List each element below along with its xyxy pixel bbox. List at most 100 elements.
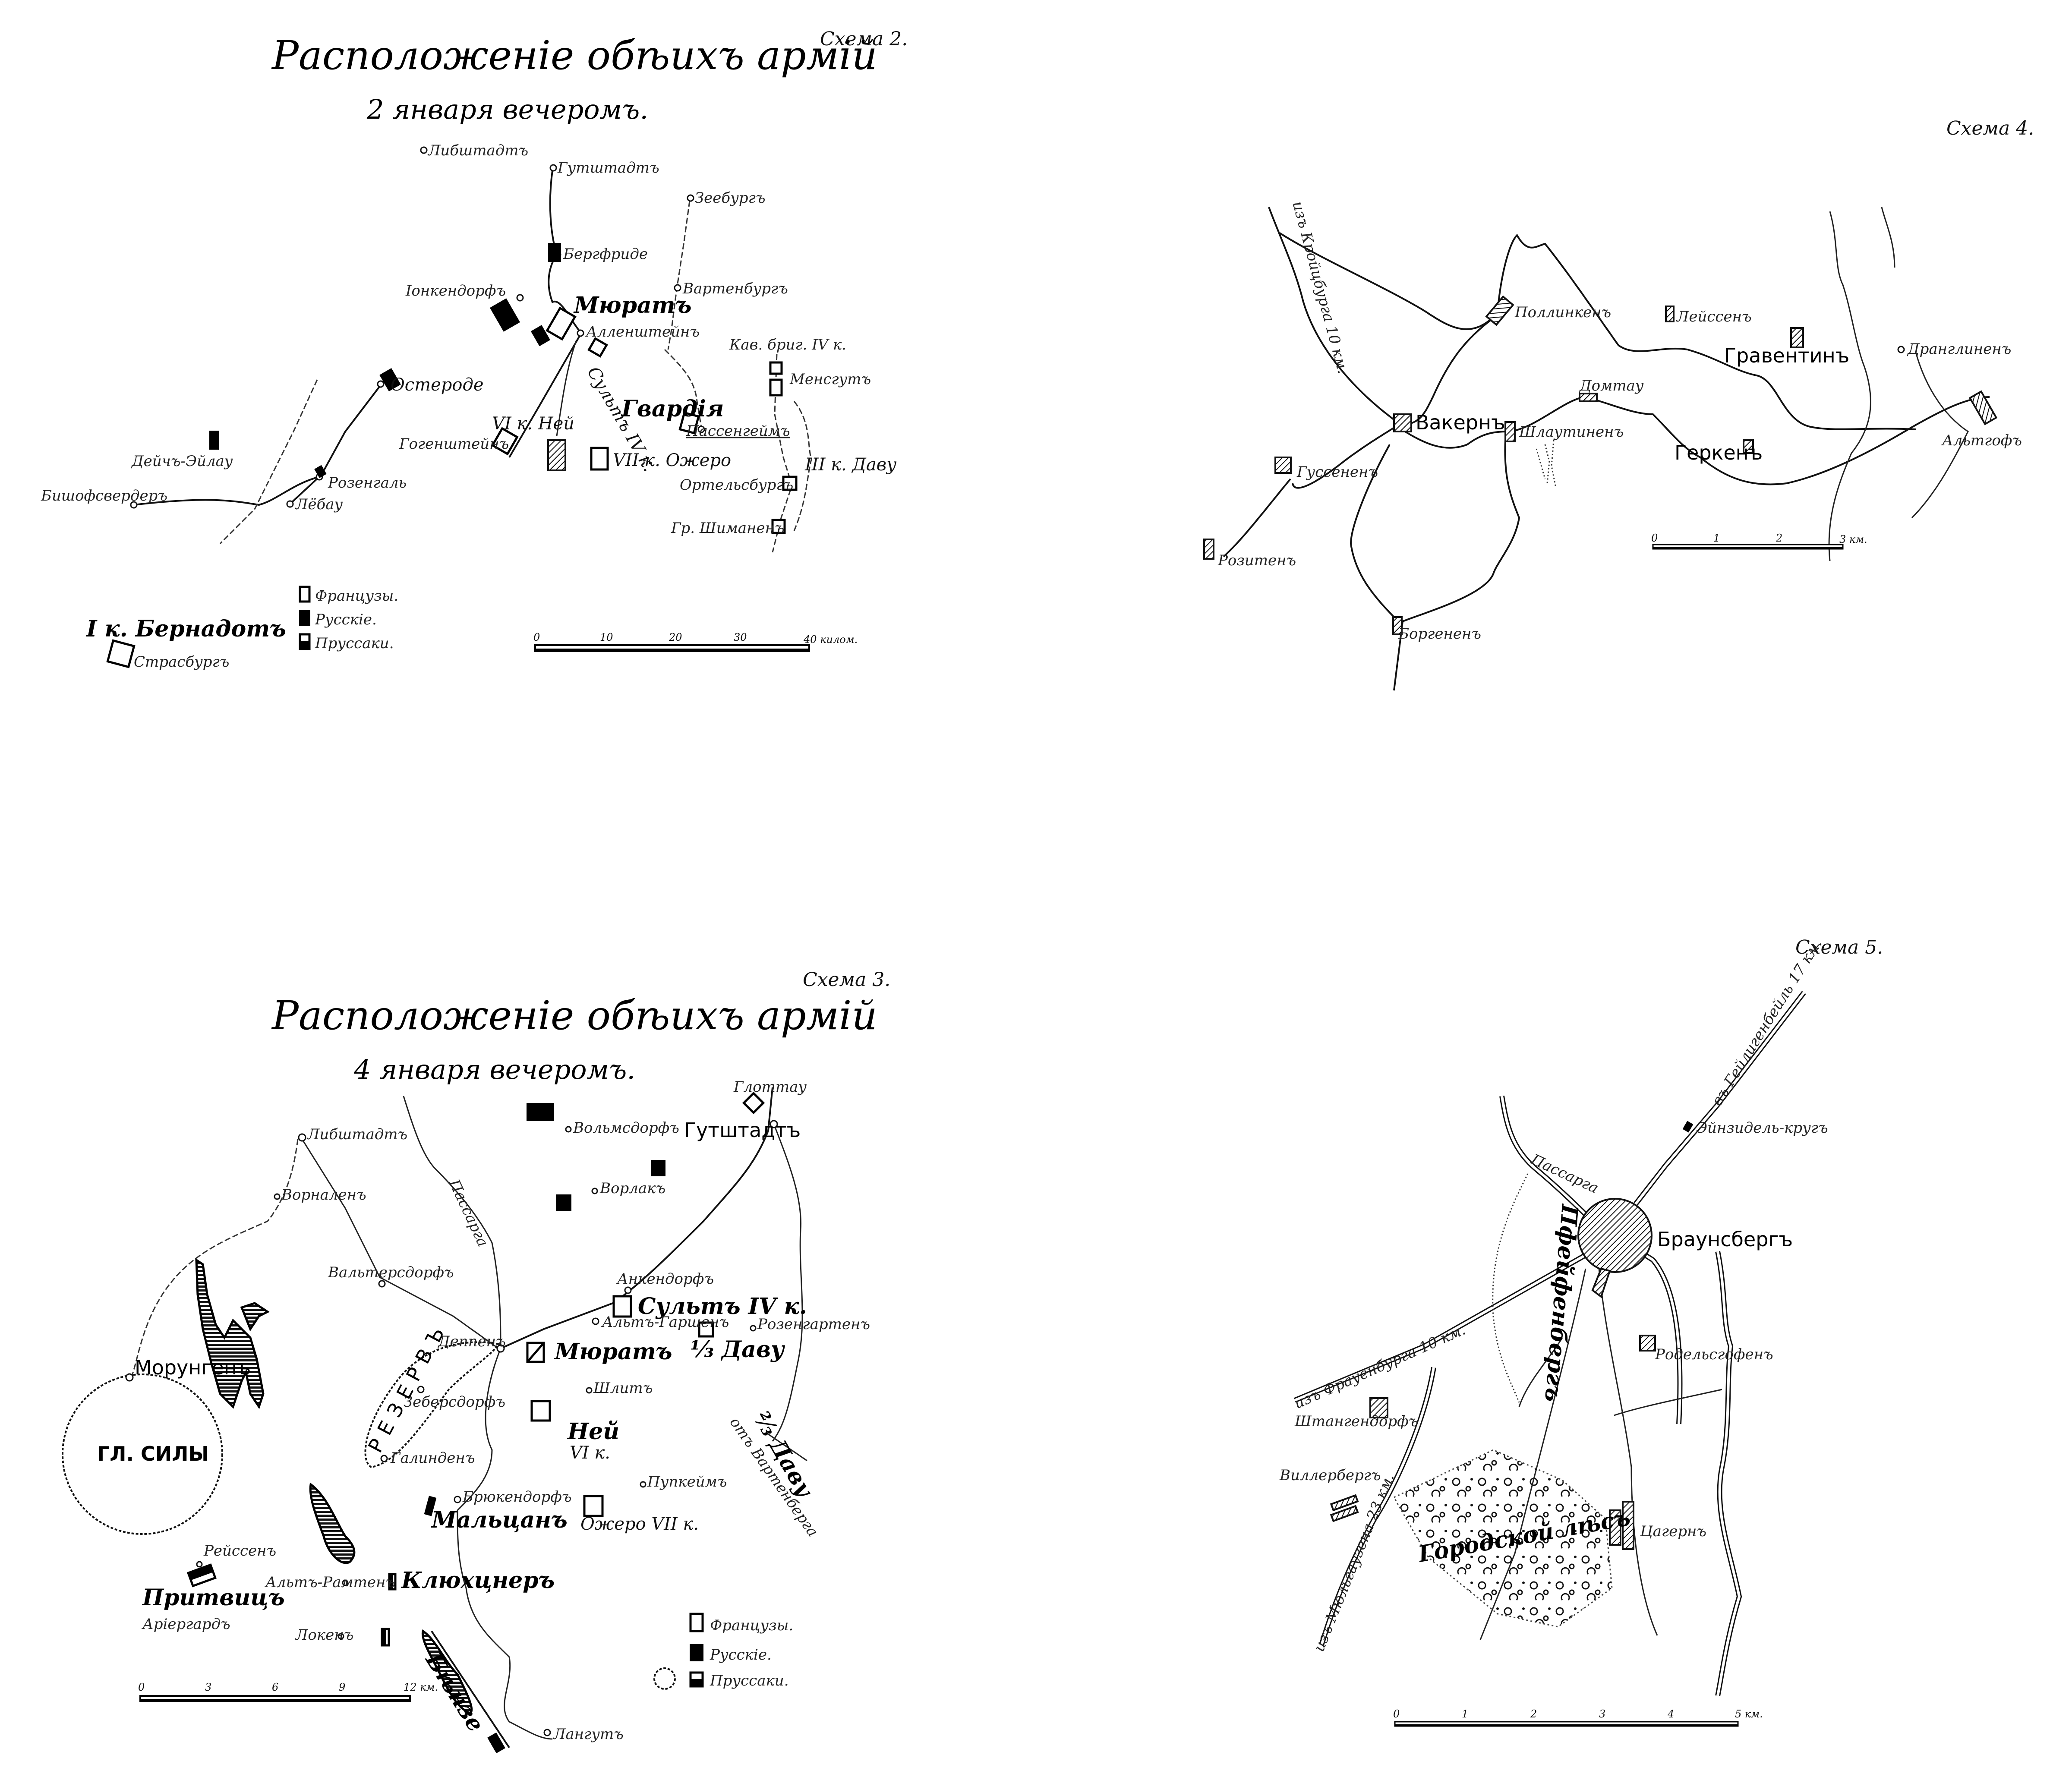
- scale-tick: 0: [1393, 1708, 1400, 1720]
- schema-5-map: Схема 5. въ: [1279, 936, 1883, 1727]
- scale-tick: 1: [1713, 532, 1720, 544]
- place-label: Альтъ-Рамтенъ: [265, 1574, 395, 1591]
- place-label: Ворлакъ: [599, 1180, 665, 1197]
- place-label: Вальтерсдорфъ: [328, 1264, 454, 1281]
- legend-french: Французы.: [710, 1617, 793, 1634]
- scale-tick: 9: [339, 1681, 345, 1693]
- place-label: Вартенбургъ: [682, 280, 788, 297]
- place-label: Боргененъ: [1398, 625, 1481, 643]
- schema-5-label: Схема 5.: [1795, 936, 1883, 958]
- scale-tick: 20: [669, 631, 682, 643]
- legend-french: Французы.: [315, 587, 398, 605]
- scale-tick: 0: [1651, 532, 1658, 544]
- legend-prussian: Пруссаки.: [315, 635, 394, 652]
- corps-label: VI к.: [570, 1443, 610, 1463]
- place-label: Либштадтъ: [306, 1126, 407, 1143]
- road-label: въ Гейлигенбейль 17 км.: [1709, 936, 1826, 1109]
- place-label: Гогенштейнъ: [399, 435, 509, 453]
- scale-tick: 5 км.: [1735, 1708, 1763, 1720]
- schema-2-scale-bar: 0 10 20 30 40 килом.: [533, 631, 858, 652]
- schema-4-village-markers: [1203, 295, 1998, 635]
- place-label: Пассенгеймъ: [686, 422, 790, 440]
- place-label: Цагернъ: [1640, 1523, 1706, 1540]
- place-label: Либштадтъ: [427, 142, 528, 159]
- place-label: Лангутъ: [552, 1726, 624, 1743]
- schema-5-terrain: [1293, 991, 1806, 1697]
- scale-tick: 12 км.: [404, 1681, 438, 1693]
- place-label: Локенъ: [295, 1626, 353, 1644]
- scale-tick: 2: [1776, 532, 1782, 544]
- place-label: Іонкендорфъ: [405, 282, 506, 299]
- scale-tick: 30: [734, 631, 747, 643]
- corps-label: ⅓ Даву: [691, 1336, 785, 1363]
- place-label: Шлитъ: [593, 1380, 653, 1397]
- river-label: Пассарга: [445, 1176, 491, 1250]
- schema-4-label: Схема 4.: [1946, 117, 2034, 139]
- road-label: изъ Кройцбурга 10 км.: [1289, 199, 1351, 375]
- scale-tick: 4: [1667, 1708, 1674, 1720]
- schema-3-legend: Французы. Русскіе. Пруссаки.: [653, 1613, 793, 1690]
- schema-3-place-markers: [125, 1120, 778, 1736]
- place-label: Анкендорфъ: [616, 1270, 714, 1288]
- place-label: Эйнзидель-кругъ: [1696, 1119, 1828, 1137]
- place-label: Деппенъ: [437, 1333, 506, 1350]
- town-label: Браунсбергъ: [1657, 1228, 1793, 1251]
- schema-2-subtitle: 2 января вечеромъ.: [366, 94, 648, 125]
- corps-label: Мюратъ: [554, 1339, 672, 1365]
- legend-russian: Русскіе.: [710, 1646, 772, 1663]
- place-label: Виллербергъ: [1279, 1467, 1381, 1484]
- place-label: Страсбургъ: [134, 653, 229, 671]
- place-label: Домтау: [1579, 377, 1644, 394]
- scale-tick: 10: [600, 631, 613, 643]
- place-label: Галинденъ: [390, 1449, 475, 1467]
- schema-3-army-symbols: [186, 1091, 765, 1754]
- place-label: Бишофсвердеръ: [41, 487, 167, 504]
- place-label: Розенгартенъ: [757, 1316, 870, 1333]
- corps-label: VI к. Ней: [492, 414, 574, 434]
- place-label: Геркенъ: [1675, 441, 1763, 464]
- schema-3-scale-bar: 0 3 6 9 12 км.: [138, 1681, 438, 1702]
- place-label: Аріергардъ: [142, 1616, 230, 1633]
- schema-2-title: Расположеніе обѣихъ армій: [271, 32, 877, 79]
- scale-tick: 3: [205, 1681, 211, 1693]
- scale-tick: 3 км.: [1839, 533, 1867, 545]
- place-label: Морунгенъ: [135, 1356, 251, 1379]
- schema-4-scale-bar: 0 1 2 3 км.: [1651, 532, 1867, 550]
- schema-4-map: Схема 4.: [1203, 117, 2034, 691]
- corps-label: Притвицъ: [142, 1585, 285, 1611]
- place-label: Брюкендорфъ: [462, 1488, 572, 1506]
- place-label: Дейчъ-Эйлау: [131, 453, 233, 470]
- place-label: Гравентинъ: [1724, 344, 1849, 367]
- place-label: Глоттау: [733, 1078, 807, 1096]
- schema-3-map: Схема 3. Расположеніе обѣихъ армій 4 янв…: [62, 969, 890, 1754]
- schema-2-labels: Либштадтъ Гутштадтъ Зеебургъ Бергфриде І…: [41, 142, 897, 671]
- schema-3-title: Расположеніе обѣихъ армій: [271, 992, 877, 1039]
- corps-label: I к. Бернадотъ: [85, 616, 286, 642]
- place-label: Ворналенъ: [281, 1186, 366, 1203]
- scale-tick: 2: [1530, 1708, 1537, 1720]
- place-label: Пфейфенбергъ: [1539, 1203, 1583, 1403]
- place-label: Альтъ-Гаршенъ: [601, 1314, 729, 1331]
- corps-label: Мальцанъ: [431, 1507, 568, 1533]
- scale-tick: 1: [1462, 1708, 1468, 1720]
- schema-2-army-symbols: [106, 243, 798, 668]
- hill-mark: [1536, 440, 1557, 488]
- place-label: Бергфриде: [563, 246, 648, 263]
- place-label: Гуссененъ: [1296, 463, 1378, 481]
- corps-label: Клюхцнеръ: [401, 1567, 555, 1594]
- main-forces-label: ГЛ. СИЛЫ: [97, 1442, 209, 1465]
- place-label: Дранглиненъ: [1907, 340, 2011, 358]
- corps-label: Сультъ IV к.: [638, 1293, 807, 1320]
- place-label: Вакернъ: [1416, 411, 1505, 434]
- schema-2-legend: Французы. Русскіе. Пруссаки.: [299, 586, 398, 652]
- forest-area: [1393, 1449, 1613, 1628]
- schema-3-label: Схема 3.: [803, 969, 890, 991]
- schema-4-roads: [1223, 207, 1990, 691]
- place-label: Альтгофъ: [1941, 432, 2022, 449]
- place-label: Алленштейнъ: [585, 323, 700, 340]
- corps-label: Ожеро VII к.: [580, 1514, 699, 1534]
- corps-label: III к. Даву: [804, 455, 897, 475]
- place-label: Пупкеймъ: [647, 1473, 727, 1490]
- place-label: Гутштадтъ: [684, 1118, 801, 1142]
